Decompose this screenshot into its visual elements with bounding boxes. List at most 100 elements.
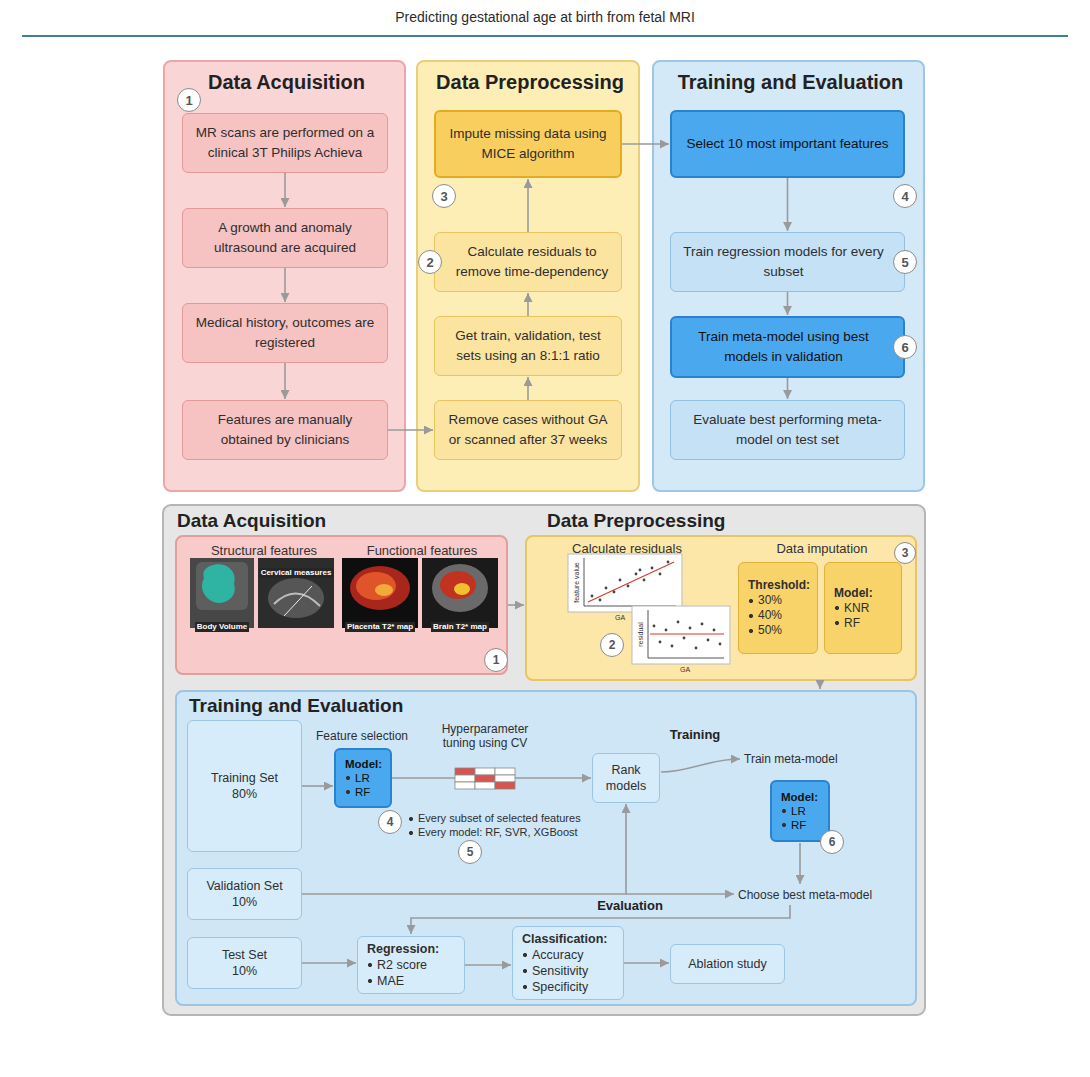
residual-plot-part	[653, 625, 656, 628]
step-number: 5	[893, 250, 917, 274]
text-slot: Data Preprocessing	[418, 70, 642, 94]
label-slot: Every model: RF, SVR, XGBoost	[408, 826, 608, 839]
title-slot: Predicting gestational age at birth from…	[0, 8, 1090, 26]
model-box: Model:LRRF	[770, 780, 830, 842]
residual-plot-part	[648, 658, 724, 659]
process-box: Remove cases without GA or scanned after…	[434, 400, 622, 460]
process-box: Train regression models for every subset	[670, 232, 905, 292]
bullet-note: Every subset of selected features	[408, 812, 608, 825]
panel-heading: Data Acquisition	[177, 510, 497, 532]
step-number: 6	[893, 335, 917, 359]
flow-arrow	[392, 777, 591, 779]
flow-arrow	[787, 292, 789, 315]
placenta-map-image-part	[356, 572, 396, 600]
box-text: RF	[345, 785, 370, 799]
step-number: 3	[894, 542, 916, 564]
step-number: 4	[378, 810, 402, 834]
flow-arrow	[624, 962, 669, 964]
residual-plot-part	[701, 623, 704, 626]
box-text: KNR	[834, 601, 869, 616]
cv-grid	[455, 768, 515, 789]
panel-subheading: Data imputation	[740, 541, 904, 556]
trend-plot	[568, 554, 682, 612]
callout-number: 3	[902, 547, 909, 559]
callout-number: 1	[185, 94, 192, 107]
stage-panel: Data PreprocessingImpute missing data us…	[416, 60, 640, 492]
axis-label: GA	[605, 613, 635, 622]
highlighted-box: Impute missing data using MICE algorithm	[434, 110, 622, 178]
brain-map-image-part	[440, 571, 476, 599]
data-split-box: Validation Set10%	[187, 868, 302, 920]
text-slot: Data Preprocessing	[547, 510, 867, 532]
box-text: 10%	[232, 894, 257, 910]
cv-grid-part	[475, 782, 495, 789]
section-label: Hyperparameter tuning using CV	[433, 722, 537, 750]
placenta-map-image-part	[342, 558, 418, 628]
header-rule	[22, 35, 1068, 37]
label-slot: Brain T2* map	[422, 615, 498, 633]
step-number: 1	[177, 88, 201, 112]
box-text: 50%	[748, 623, 782, 638]
brain-map-image-part	[422, 558, 498, 628]
placenta-map-image-part	[350, 566, 410, 610]
box-text: RF	[781, 818, 806, 832]
label-slot: Train meta-model	[744, 752, 854, 766]
brain-map-image	[422, 558, 498, 628]
flow-arrow	[302, 962, 356, 964]
label-slot: feature value	[572, 553, 581, 613]
box-text: Classification:	[522, 931, 607, 947]
trend-plot-part	[605, 587, 608, 590]
panel-subheading: Calculate residuals	[552, 541, 702, 556]
data-split-box: Test Set10%	[187, 937, 302, 989]
text-slot: Data Acquisition	[165, 70, 408, 94]
body-volume-image	[190, 558, 254, 628]
connector-group	[285, 144, 820, 965]
trend-plot-part	[568, 554, 682, 612]
box-text: Train meta-model using best models in va…	[682, 327, 885, 367]
cervical-image-part	[268, 578, 324, 618]
residual-plot-part	[659, 641, 662, 644]
placenta-map-image-part	[375, 584, 393, 596]
box-text: Accuracy	[522, 947, 583, 963]
box-text: A growth and anomaly ultrasound are acqu…	[193, 218, 377, 258]
metric-box: Regression:R2 scoreMAE	[357, 936, 465, 994]
callout-number: 4	[901, 190, 908, 203]
flow-arrow	[508, 604, 524, 606]
box-text: Model:	[781, 790, 818, 804]
flow-arrow	[284, 173, 286, 207]
panel-heading: Training and Evaluation	[189, 695, 589, 717]
cv-grid-part	[475, 768, 495, 775]
step-number: 5	[458, 840, 482, 864]
box-text: Medical history, outcomes are registered	[193, 313, 377, 353]
flow-arrow	[527, 377, 529, 400]
process-box: Features are manually obtained by clinic…	[182, 400, 388, 460]
process-box: Get train, validation, test sets using a…	[434, 316, 622, 376]
cv-grid-part	[495, 768, 515, 775]
label-slot: Evaluation	[585, 899, 675, 913]
stage-panel: Data PreprocessingCalculate residualsDat…	[525, 535, 917, 681]
trend-plot-part	[599, 599, 602, 602]
text-slot: Functional features	[344, 543, 500, 558]
box-text: 80%	[232, 786, 257, 802]
body-volume-image-part	[202, 564, 235, 603]
box-text: Impute missing data using MICE algorithm	[446, 124, 610, 164]
flow-arrow	[819, 681, 821, 689]
data-split-box: Training Set80%	[187, 720, 302, 852]
residual-plot-part	[650, 633, 724, 634]
cv-grid-part	[455, 768, 475, 775]
box-text: Specificity	[522, 979, 588, 995]
residual-plot-part	[671, 645, 674, 648]
flow-arrow	[465, 964, 511, 966]
box-text: Training Set	[211, 770, 278, 786]
callout-number: 3	[440, 190, 447, 203]
cervical-image-part	[284, 586, 312, 616]
flow-arrow	[787, 378, 789, 399]
overview-panel	[163, 505, 925, 1015]
text-slot: Training and Evaluation	[654, 70, 927, 94]
page-header: Predicting gestational age at birth from…	[0, 8, 1090, 26]
residual-plot-part	[707, 639, 710, 642]
image-label: Body Volume	[195, 622, 250, 632]
cervical-image	[258, 558, 334, 628]
cv-grid-part	[475, 775, 495, 782]
label-slot: GA	[605, 613, 635, 622]
